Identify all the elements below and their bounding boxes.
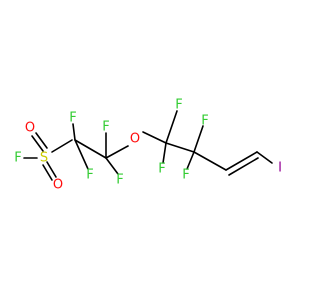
bond-c3-f-bottom (162, 142, 167, 164)
atom-o-ether: O (130, 132, 140, 147)
atom-i: I (278, 161, 282, 176)
bond-c3-f-top (165, 110, 178, 144)
bond-s-o-bottom-b (46, 161, 57, 178)
atom-f-c3-top: F (175, 98, 182, 113)
atom-f-sulfonyl: F (14, 151, 21, 166)
bond-c6-i (256, 151, 273, 164)
bond-c5-c6-a (225, 151, 258, 171)
bond-c2-f-bottom (105, 157, 119, 175)
atom-f-c2-top: F (102, 120, 109, 135)
bond-s-o-bottom-a (42, 164, 53, 181)
atom-labels: F S O O F F F F O F F F F I (14, 98, 282, 193)
bond-c2-o (105, 145, 129, 159)
bond-s-o-top-b (35, 132, 48, 149)
bond-c1-f-top (72, 123, 76, 141)
bond-s-c1 (51, 139, 73, 153)
bond-c4-f-bottom (186, 151, 195, 170)
atom-o-sulfonyl-top: O (25, 121, 35, 136)
atom-o-sulfonyl-bottom: O (53, 178, 63, 193)
bond-c5-c6-b (228, 157, 259, 176)
bond-c3-c4 (165, 142, 195, 153)
atom-f-c1-top: F (69, 111, 76, 126)
bond-c1-c2 (74, 139, 107, 159)
atom-s: S (40, 151, 48, 166)
bond-c1-f-bottom (74, 139, 89, 170)
atom-f-c4-bottom: F (182, 168, 189, 183)
atom-f-c1-bottom: F (86, 168, 93, 183)
bond-c4-c5 (193, 151, 227, 171)
molecule-structure: F S O O F F F F O F F F F I (14, 98, 282, 193)
bond-c4-f-top (193, 125, 204, 153)
atom-f-c2-bottom: F (116, 173, 123, 188)
bond-s-o-top-a (31, 135, 44, 152)
bond-o-c3 (142, 131, 167, 144)
atom-f-c4-top: F (201, 114, 208, 129)
bonds (23, 110, 273, 181)
atom-f-c3-bottom: F (158, 162, 165, 177)
